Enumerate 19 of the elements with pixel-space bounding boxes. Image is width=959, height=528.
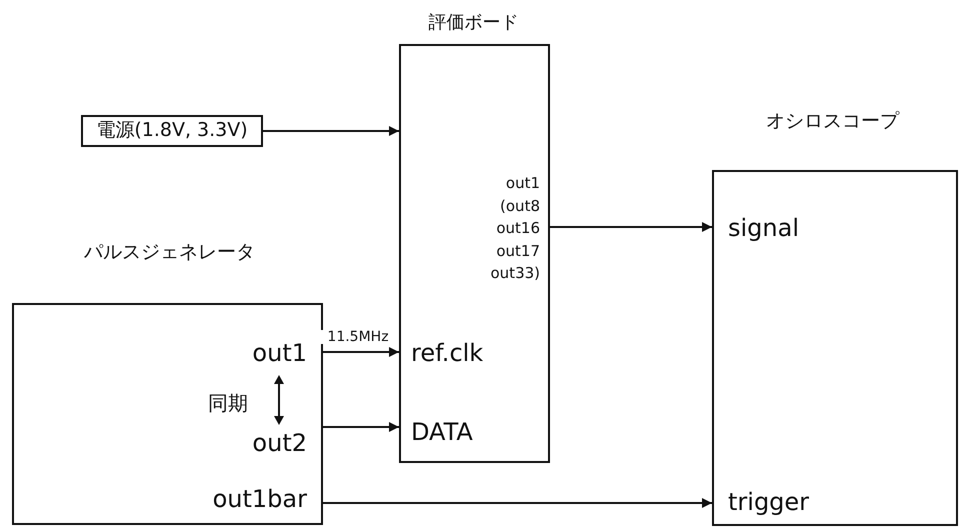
arrow: [550, 222, 712, 232]
supply-box: [81, 115, 263, 147]
port-label: DATA: [411, 418, 473, 447]
board-title: 評価ボード: [428, 12, 520, 34]
port-label: ref.clk: [411, 339, 484, 368]
port-label: trigger: [728, 488, 810, 517]
port-label: out1bar: [212, 485, 307, 514]
port-label: out1: [252, 339, 307, 368]
supply-label: 電源(1.8V, 3.3V): [95, 119, 249, 142]
scope-title: オシロスコープ: [766, 110, 900, 133]
port-label: signal: [728, 214, 799, 243]
output-list: out1 (out8 out16 out17 out33): [490, 172, 540, 284]
arrow: [323, 422, 399, 432]
generator-title: パルスジェネレータ: [83, 241, 256, 264]
arrow: [263, 126, 399, 136]
port-label: out2: [252, 429, 307, 458]
sync-label: 同期: [208, 391, 248, 415]
arrow: [323, 498, 712, 508]
arrow: [323, 347, 399, 357]
